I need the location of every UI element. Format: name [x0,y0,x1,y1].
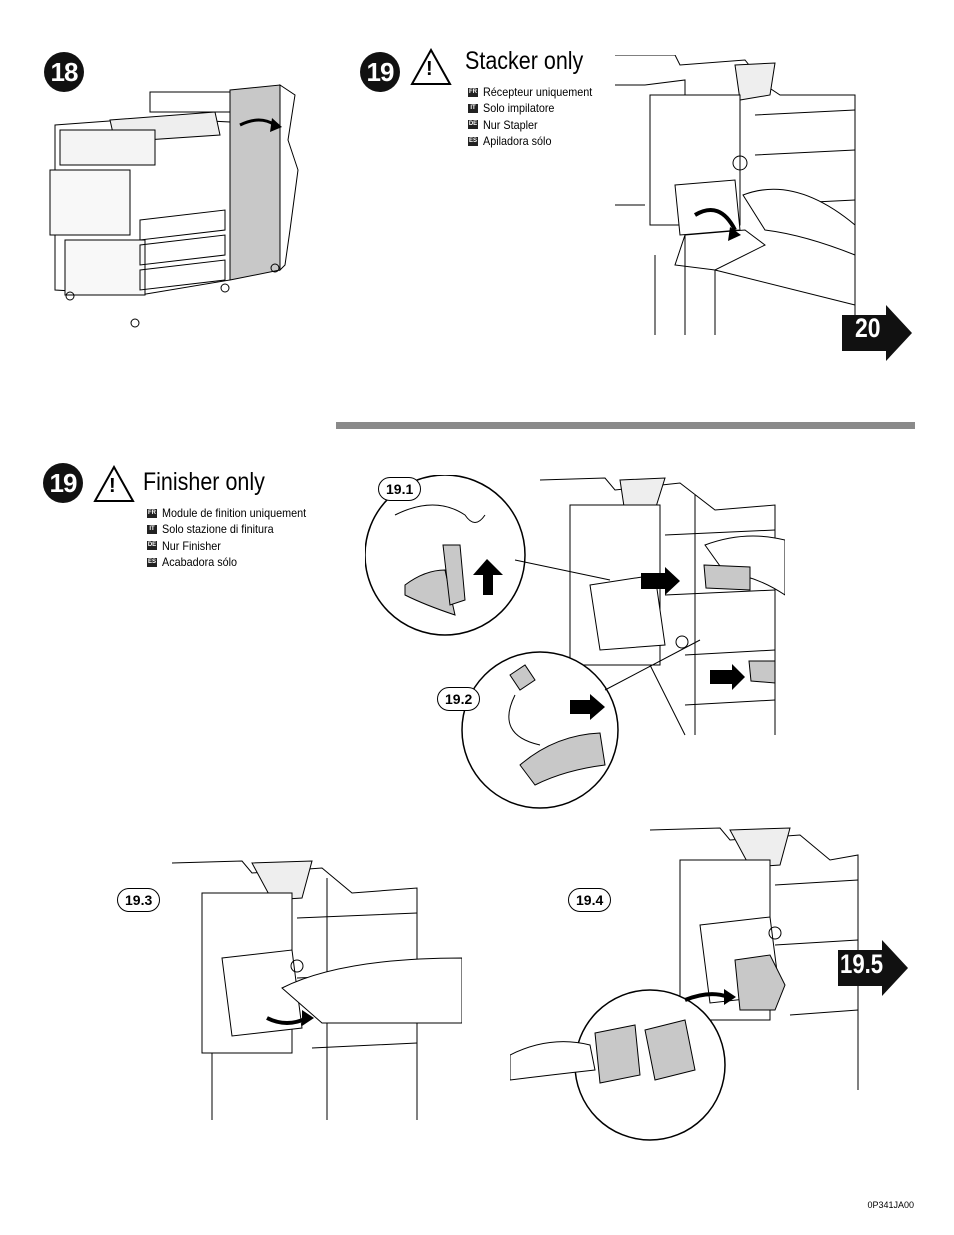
lang-row-de: DE Nur Finisher [147,538,322,554]
next-step-arrow-19-5 [838,940,908,996]
lang-text: Solo impilatore [483,101,555,116]
warning-icon [93,465,135,502]
lang-code: ES [147,557,157,567]
finisher-title: Finisher only [143,468,265,496]
lang-row-es: ES Apiladora sólo [468,133,604,149]
lang-code: ES [468,136,478,146]
step-19-finisher-badge: 19 [43,463,83,503]
lang-text: Nur Finisher [162,538,221,553]
next-step-19-5-label: 19.5 [840,949,884,979]
stacker-illustration [615,55,856,335]
lang-text: Module de finition uniquement [162,506,307,520]
lang-text: Apiladora sólo [483,133,552,148]
lang-code: FR [147,508,157,518]
stacker-language-list: FR Récepteur uniquement IT Solo impilatore… [468,84,604,149]
next-step-arrow-20 [842,305,912,361]
substep-19-2-label: 19.2 [437,687,481,711]
warning-glyph: ! [426,58,433,80]
lang-row-fr: FR Module de finition uniquement [147,505,322,521]
substep-19-4-label: 19.4 [568,888,612,912]
lang-code: IT [147,524,157,534]
finisher-language-list: FR Module de finition uniquement IT Solo s… [147,505,322,570]
section-divider [336,422,915,429]
warning-icon [410,48,452,85]
next-step-20-label: 20 [855,313,881,343]
lang-row-it: IT Solo stazione di finitura [147,521,322,537]
document-code: 0P341JA00 [867,1200,914,1210]
lang-row-es: ES Acabadora sólo [147,554,322,570]
substep-19-3-illustration [172,860,462,1120]
lang-code: FR [468,87,478,97]
lang-text: Solo stazione di finitura [162,522,274,537]
lang-row-fr: FR Récepteur uniquement [468,84,604,100]
step-18-badge: 18 [44,52,84,92]
warning-glyph: ! [109,475,116,497]
substep-19-3-label: 19.3 [117,888,161,912]
lang-code: IT [468,103,478,113]
step-18-illustration [49,84,299,328]
substep-19-4-illustration [510,827,859,1141]
lang-text: Acabadora sólo [162,554,238,569]
lang-text: Nur Stapler [483,117,538,132]
lang-row-de: DE Nur Stapler [468,117,604,133]
substep-19-1-label: 19.1 [378,477,422,501]
stacker-title: Stacker only [465,47,584,75]
lang-code: DE [147,541,157,551]
lang-text: Récepteur uniquement [483,85,593,99]
lang-row-it: IT Solo impilatore [468,100,604,116]
finisher-illustration-19-1-19-2 [365,475,785,809]
step-19-stacker-badge: 19 [360,52,400,92]
lang-code: DE [468,120,478,130]
